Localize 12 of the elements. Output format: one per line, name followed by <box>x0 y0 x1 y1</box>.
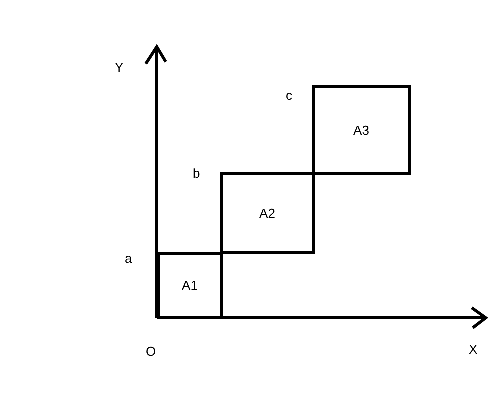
rectangle-region <box>220 172 315 254</box>
origin-label: O <box>146 344 156 359</box>
region-label: A3 <box>354 122 370 138</box>
region-label: A1 <box>182 278 198 293</box>
rectangle-region <box>312 85 411 175</box>
height-label: b <box>193 166 200 181</box>
axis-label: X <box>469 342 478 357</box>
region-label: A2 <box>260 206 276 220</box>
axis-label: Y <box>115 60 124 75</box>
rectangle-region <box>157 252 223 319</box>
height-label: c <box>286 88 292 103</box>
height-label: a <box>125 251 132 266</box>
